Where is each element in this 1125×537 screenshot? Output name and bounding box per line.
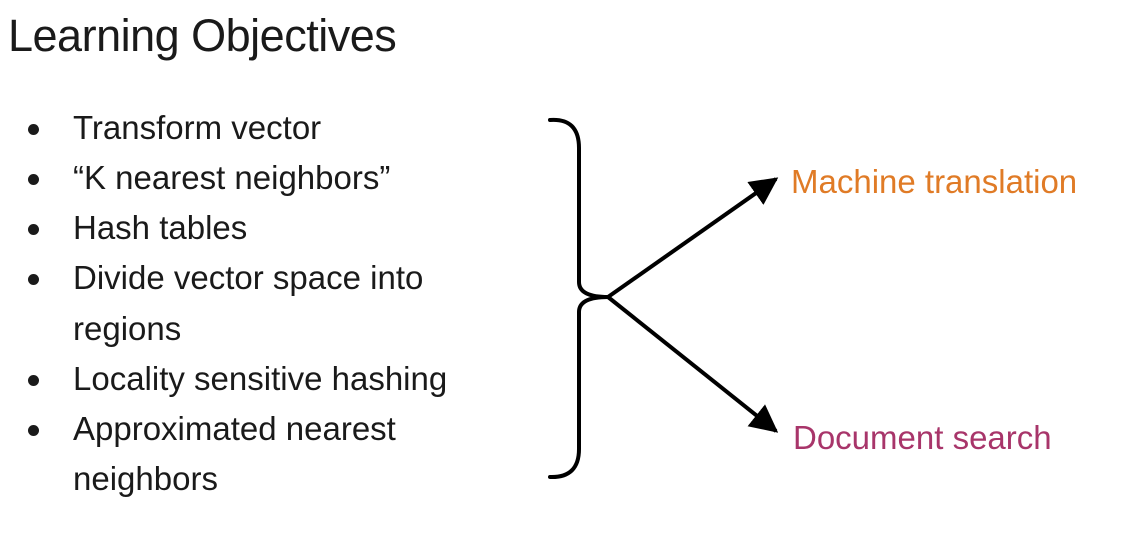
curly-brace bbox=[548, 117, 610, 480]
slide-title: Learning Objectives bbox=[8, 10, 397, 61]
bullet-icon bbox=[28, 224, 39, 235]
objective-item: Approximated nearest bbox=[73, 410, 396, 447]
outcome-document-search: Document search bbox=[793, 419, 1052, 456]
bullet-icon bbox=[28, 174, 39, 185]
bullet-icon bbox=[28, 124, 39, 135]
objective-item: Locality sensitive hashing bbox=[73, 360, 448, 397]
objective-item-continuation: regions bbox=[73, 310, 182, 347]
outcome-machine-translation: Machine translation bbox=[791, 163, 1078, 200]
bullet-icon bbox=[28, 375, 39, 386]
objective-item: Divide vector space into bbox=[73, 259, 424, 296]
objective-item-continuation: neighbors bbox=[73, 460, 218, 497]
objectives-list: Transform vector “K nearest neighbors” H… bbox=[0, 0, 560, 537]
bullet-icon bbox=[28, 274, 39, 285]
objective-item: Hash tables bbox=[73, 209, 248, 246]
objective-item: “K nearest neighbors” bbox=[73, 159, 391, 196]
arrow-to-document-search bbox=[606, 295, 779, 433]
arrow-to-machine-translation bbox=[606, 177, 779, 299]
bullet-icon bbox=[28, 425, 39, 436]
objective-item: Transform vector bbox=[73, 109, 322, 146]
